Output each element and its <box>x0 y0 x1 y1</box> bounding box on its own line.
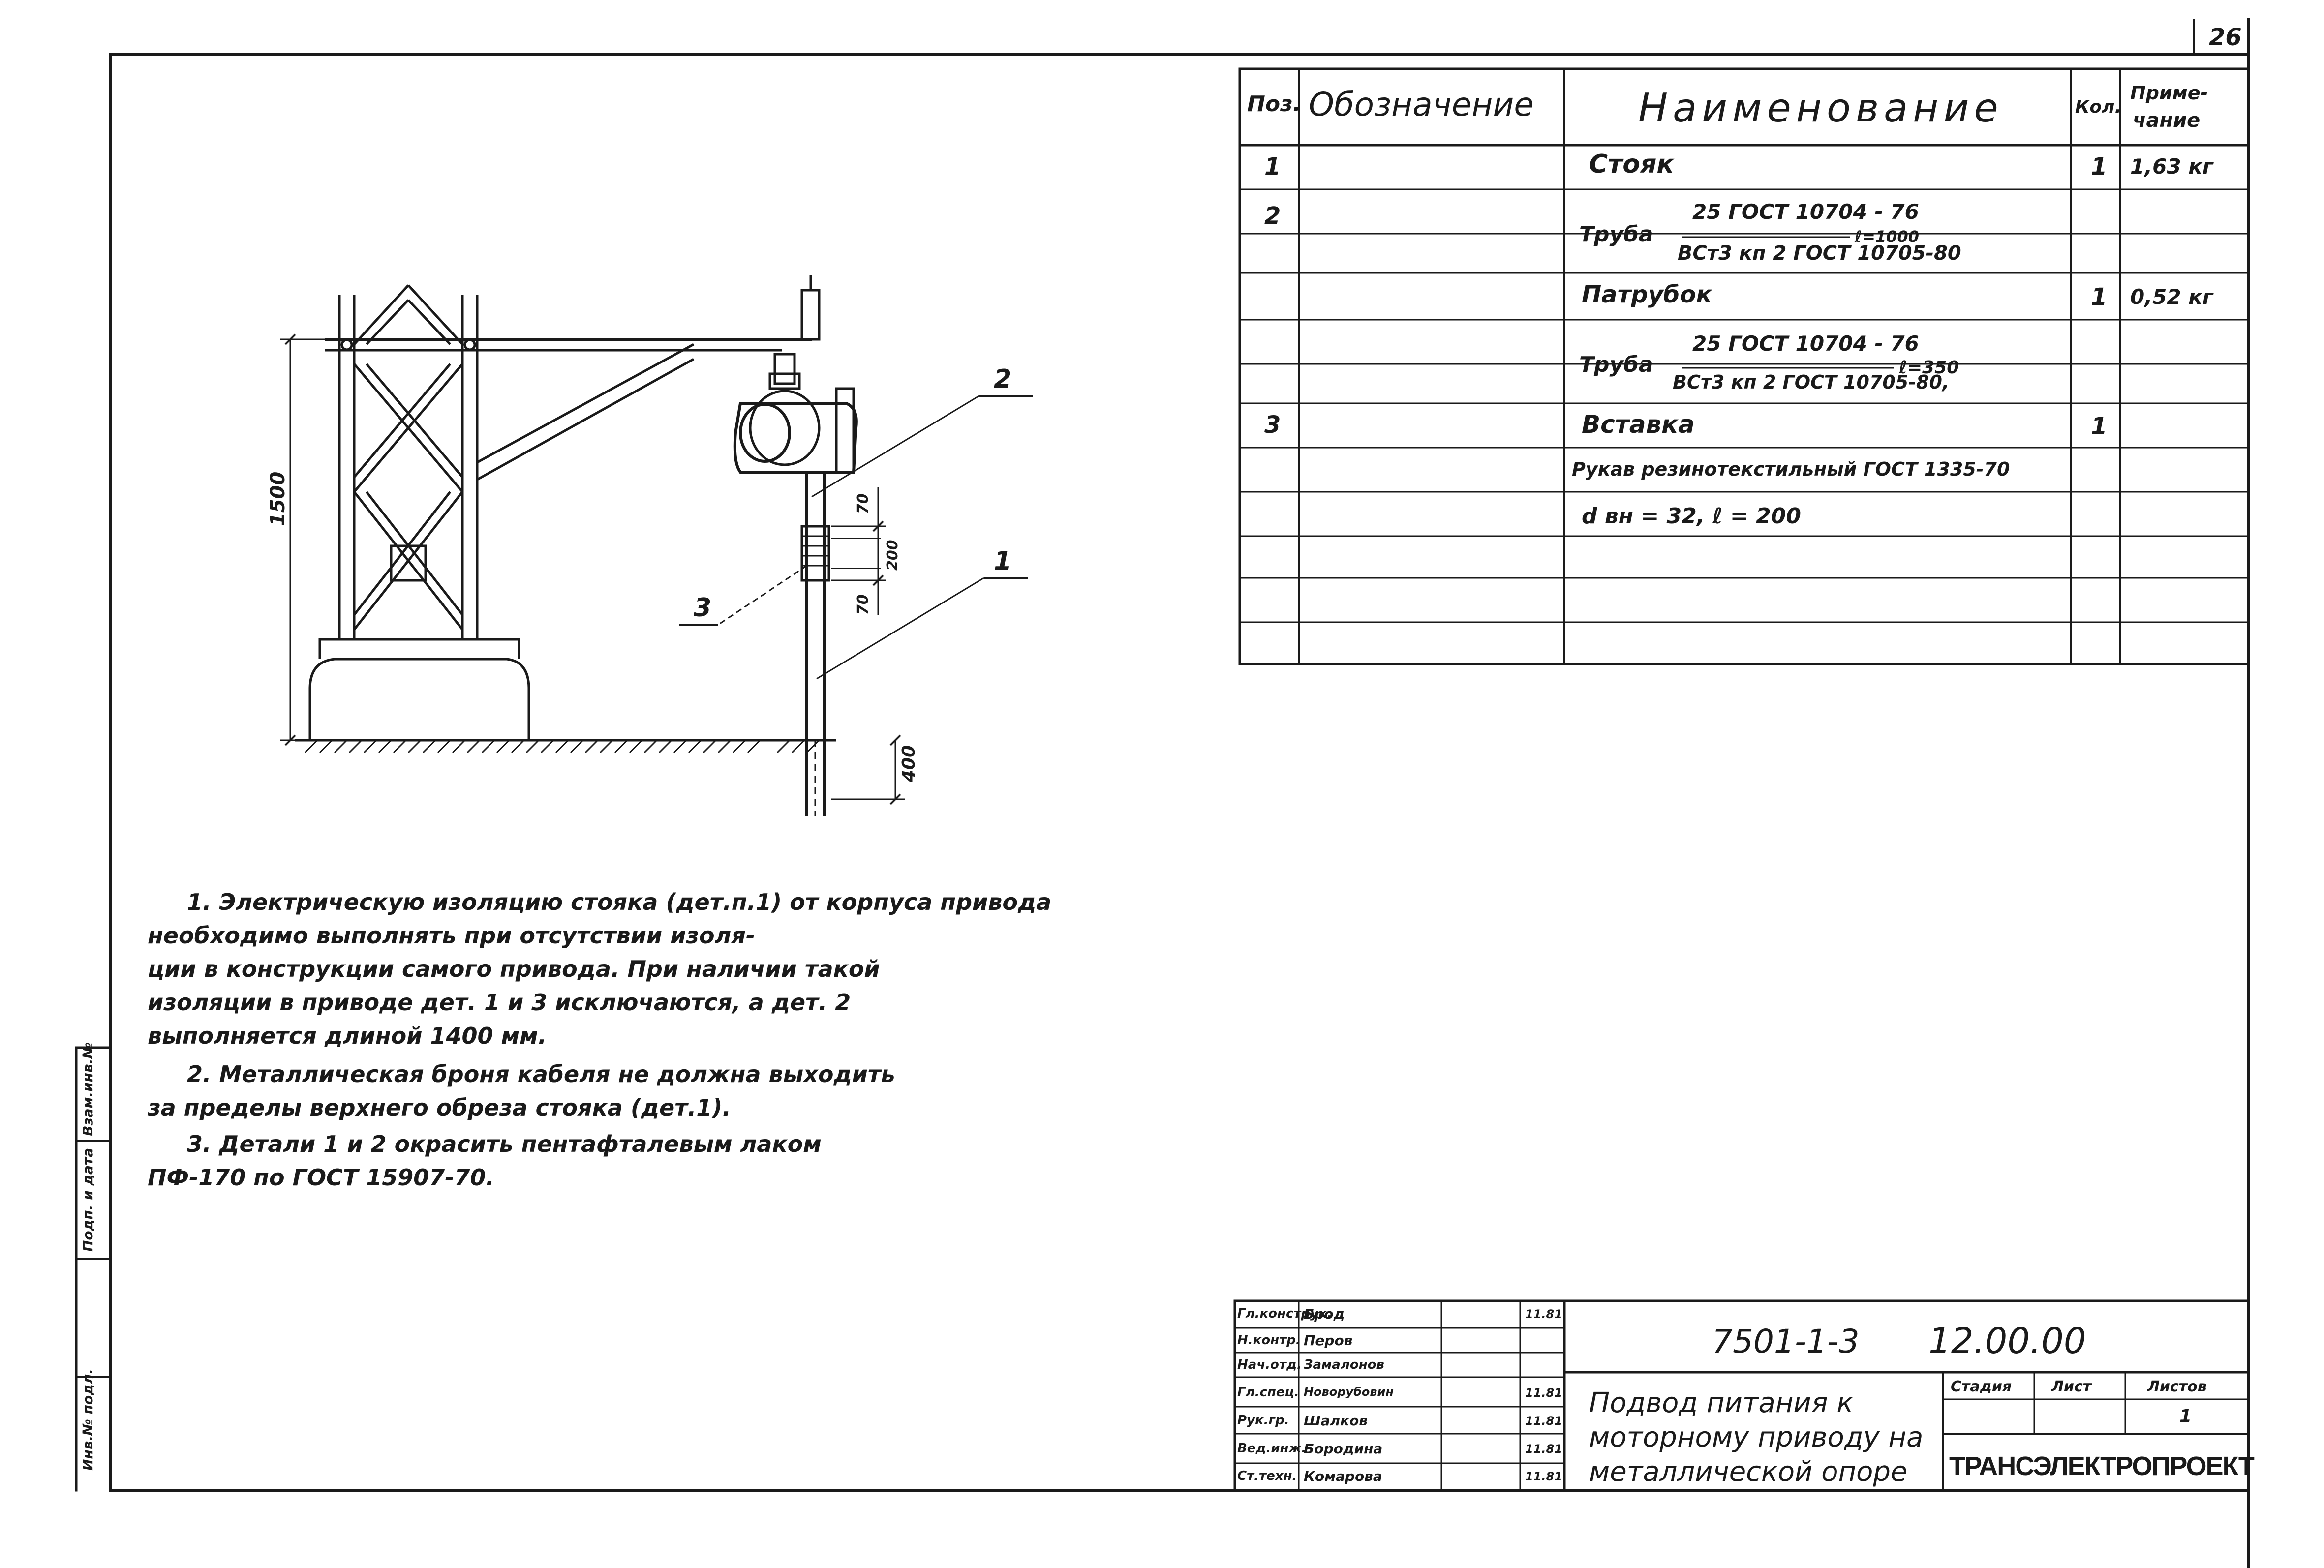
dim-bottom-label: 70 <box>855 594 872 615</box>
spec-row-4-pipe-prefix: Труба <box>1579 352 1653 377</box>
note-line: изоляции в приводе дет. 1 и 3 исключаютс… <box>148 989 851 1016</box>
callout-1: 1 <box>994 546 1012 576</box>
note-line: выполняется длиной 1400 мм. <box>148 1023 547 1049</box>
dim-depth-label: 400 <box>899 745 919 782</box>
spec-header-qty: Кол. <box>2075 97 2122 117</box>
dim-mid-label: 200 <box>884 540 901 571</box>
tb-role: Н.контр. <box>1237 1333 1301 1348</box>
tb-organization: ТРАНСЭЛЕКТРОПРОЕКТ <box>1949 1451 2255 1481</box>
spec-row-5-pos: 3 <box>1264 411 1281 439</box>
spec-row-2-frac-bottom: ВСт3 кп 2 ГОСТ 10705-80 <box>1678 242 1961 265</box>
note-line: 3. Детали 1 и 2 окрасить пентафталевым л… <box>187 1131 822 1157</box>
tb-title-line-1: Подвод питания к <box>1589 1387 1854 1419</box>
spec-row-3-qty: 1 <box>2091 283 2108 311</box>
spec-row-2-pos: 2 <box>1264 202 1281 230</box>
spec-row-3-name: Патрубок <box>1582 281 1712 308</box>
tb-date: 11.81 <box>1525 1414 1562 1428</box>
tb-name: Комарова <box>1304 1468 1382 1484</box>
spec-row-1-note: 1,63 кг <box>2130 154 2213 179</box>
spec-row-5-name: Вставка <box>1582 410 1695 439</box>
side-stamp-sign-date: Подп. и дата <box>80 1147 96 1252</box>
tb-name: Бородина <box>1304 1441 1383 1457</box>
spec-row-1-qty: 1 <box>2091 153 2108 181</box>
page-number: 26 <box>2209 24 2242 51</box>
spec-row-2-pipe-prefix: Труба <box>1579 222 1653 247</box>
tb-role: Ст.техн. <box>1237 1469 1297 1483</box>
callout-3: 3 <box>694 593 712 623</box>
tb-sheet-label: Лист <box>2051 1378 2092 1395</box>
spec-row-1-pos: 1 <box>1264 153 1281 181</box>
tb-date: 11.81 <box>1525 1470 1562 1483</box>
side-stamp-original-inv: Инв.№ подл. <box>80 1369 96 1471</box>
tb-name: Шалков <box>1304 1413 1368 1429</box>
tb-name: Замалонов <box>1304 1357 1384 1372</box>
tb-title-line-2: моторному приводу на <box>1589 1421 1924 1453</box>
tb-date: 11.81 <box>1525 1386 1562 1400</box>
spec-row-4-length: ℓ=350 <box>1899 358 1959 378</box>
spec-row-4-frac-bottom: ВСт3 кп 2 ГОСТ 10705-80, <box>1673 371 1950 393</box>
tb-name: Брод <box>1304 1306 1345 1322</box>
side-stamp-replace-inv: Взам.инв.№ <box>80 1042 96 1136</box>
tb-role: Рук.гр. <box>1237 1413 1289 1428</box>
note-line: 2. Металлическая броня кабеля не должна … <box>187 1061 895 1087</box>
tb-sheets-label: Листов <box>2147 1378 2207 1395</box>
tb-date: 11.81 <box>1525 1307 1562 1321</box>
spec-header-designation: Обозначение <box>1309 86 1534 123</box>
spec-row-1-name: Стояк <box>1589 150 1674 179</box>
spec-row-5-qty: 1 <box>2091 413 2108 440</box>
tb-sheets-value: 1 <box>2179 1406 2192 1426</box>
spec-header-pos: Поз. <box>1247 91 1301 117</box>
dim-height-label: 1500 <box>267 471 289 526</box>
tb-name: Новорубовин <box>1304 1385 1394 1399</box>
note-line: ПФ-170 по ГОСТ 15907-70. <box>148 1164 494 1191</box>
spec-header-name: Наименование <box>1638 85 2003 131</box>
spec-row-2-frac-top: 25 ГОСТ 10704 - 76 <box>1692 200 1919 224</box>
tb-role: Вед.инж. <box>1237 1441 1307 1456</box>
spec-row-7-name: d вн = 32, ℓ = 200 <box>1582 504 1801 529</box>
note-line: ции в конструкции самого привода. При на… <box>148 956 880 982</box>
spec-row-3-note: 0,52 кг <box>2130 285 2213 309</box>
tb-doc-number: 12.00.00 <box>1928 1320 2086 1361</box>
spec-row-2-length: ℓ=1000 <box>1855 227 1919 246</box>
tb-title-line-3: металлической опоре <box>1589 1456 1908 1488</box>
spec-row-6-name: Рукав резинотекстильный ГОСТ 1335-70 <box>1572 458 2010 480</box>
dim-top-label: 70 <box>855 493 872 514</box>
tb-role: Нач.отд. <box>1237 1357 1302 1372</box>
note-line: за пределы верхнего обреза стояка (дет.1… <box>148 1094 731 1121</box>
note-line: 1. Электрическую изоляцию стояка (дет.п.… <box>148 889 1052 949</box>
spec-row-4-frac-top: 25 ГОСТ 10704 - 76 <box>1692 332 1919 356</box>
tb-role: Гл.конструк. <box>1237 1306 1332 1321</box>
tb-date: 11.81 <box>1525 1442 1562 1456</box>
callout-2: 2 <box>994 364 1012 394</box>
notes-block: 1. Электрическую изоляцию стояка (дет.п.… <box>148 885 1107 1194</box>
spec-header-note-1: Приме- <box>2130 82 2208 104</box>
tb-role: Гл.спец. <box>1237 1385 1299 1400</box>
tb-stage-label: Стадия <box>1951 1378 2012 1395</box>
tb-name: Перов <box>1304 1332 1353 1349</box>
spec-header-note-2: чание <box>2133 109 2201 132</box>
tb-doc-code: 7501-1-3 <box>1712 1323 1860 1360</box>
